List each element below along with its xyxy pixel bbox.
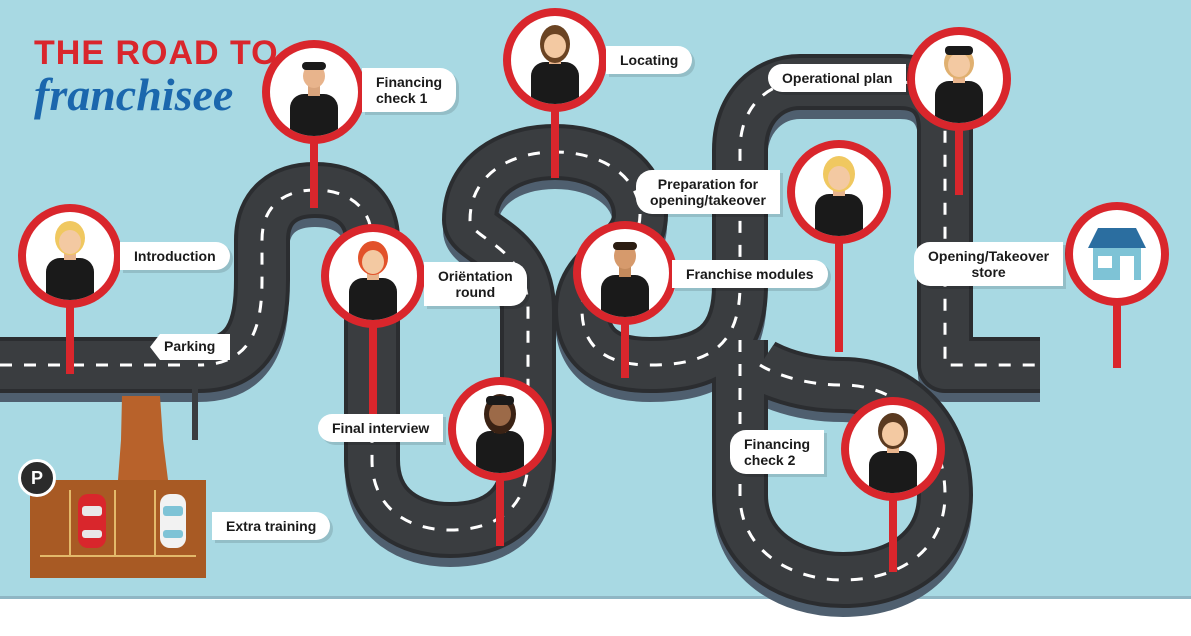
parking-sign-pole	[192, 352, 198, 440]
pin-financing-check-2	[841, 397, 945, 572]
label-locating: Locating	[606, 46, 693, 74]
parking-driveway	[118, 396, 168, 480]
pin-orientation-round	[321, 224, 425, 420]
title-line-1: THE ROAD TO	[34, 34, 279, 72]
label-operational-plan: Operational plan	[768, 64, 907, 92]
person-avatar	[869, 413, 917, 493]
person-avatar	[290, 62, 338, 136]
bottom-line	[0, 596, 1191, 599]
title-line-2: franchisee	[34, 69, 234, 120]
parking-sign	[150, 334, 230, 360]
pin-final-interview	[448, 377, 552, 546]
bottom-band	[0, 598, 1191, 636]
label-final-interview: Final interview	[318, 414, 444, 442]
white-car	[160, 494, 186, 548]
label-extra-training: Extra training	[212, 512, 331, 540]
person-avatar	[46, 221, 94, 300]
person-avatar	[935, 46, 983, 123]
label-franchise-modules: Franchise modules	[672, 260, 828, 288]
road	[0, 54, 1040, 617]
pin-introduction	[18, 204, 122, 374]
person-avatar	[815, 156, 863, 236]
person-avatar	[476, 394, 524, 473]
parking-area	[30, 352, 206, 578]
person-avatar	[349, 241, 397, 320]
person-avatar	[531, 25, 579, 104]
pin-locating	[503, 8, 607, 178]
label-introduction: Introduction	[120, 242, 230, 270]
pin-financing-check-1	[262, 40, 366, 208]
parking-sign-label: Parking	[164, 338, 216, 354]
red-car	[78, 494, 106, 548]
pin-preparation	[787, 140, 891, 352]
pin-opening-takeover	[1065, 202, 1169, 368]
pin-franchise-modules	[573, 221, 677, 378]
parking-badge: P	[18, 459, 56, 497]
pin-operational-plan	[907, 27, 1011, 195]
person-avatar	[601, 242, 649, 317]
store-icon	[1088, 228, 1146, 280]
pins	[18, 8, 1169, 572]
